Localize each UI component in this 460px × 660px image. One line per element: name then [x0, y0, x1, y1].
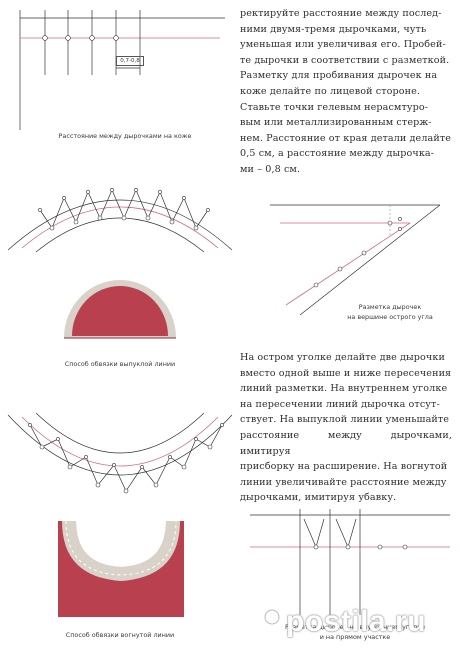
text-line: Ставьте точки гелевым нерасмтуро- — [240, 101, 429, 113]
hole-spacing-drawing — [19, 10, 225, 130]
caption-hole-spacing: Расстояние между дырочками на коже — [58, 132, 192, 140]
measure-label: 0,7-0,8 — [116, 56, 144, 66]
text-line: ними двумя-тремя дырочками, чуть — [240, 23, 427, 35]
text-line: На остром уголке делайте две дырочки — [240, 352, 445, 363]
text-line: на пересечении линий дырочка отсут- — [240, 398, 440, 410]
text-line: расстояние между дырочками, имитируя — [240, 429, 452, 457]
convex-leather-sample — [64, 280, 176, 339]
text-line: дырочками, имитируя убавку. — [240, 492, 397, 504]
diagram-corner: Разметка дырочек на вершине острого угла — [240, 195, 460, 335]
text-line: Разметку для пробивания дырочек на — [240, 70, 438, 82]
caption-convex: Способ обвязки выпуклой линии — [64, 360, 176, 368]
text-line: вместо одной выше и ниже пересечения — [240, 367, 452, 379]
watermark-text: postila.ru — [286, 605, 427, 638]
text-line: линий разметки. На внутреннем уголке — [240, 383, 448, 395]
corner-marking-drawing — [270, 204, 441, 316]
inner-corner-drawing — [250, 509, 450, 615]
text-line: коже делайте по лицевой стороне. — [240, 85, 421, 97]
caption-inner-2: и на прямом участке — [319, 633, 391, 641]
text-line: присборку на расширение. На вогнутой — [240, 461, 448, 473]
convex-stitch-drawing — [7, 188, 233, 253]
watermark-logo: postila.ru — [250, 600, 455, 644]
text-line: нем. Расстояние от края детали делайте — [240, 132, 452, 144]
text-line: уменьшая или увеличивая его. Пробей- — [240, 39, 446, 51]
text-line: ствует. На выпуклой линии уменьшайте — [240, 414, 450, 426]
middle-paragraph: На остром уголке делайте две дырочки вме… — [240, 350, 452, 506]
concave-stitch-drawing — [7, 412, 233, 494]
top-paragraph: ректируйте расстояние между послед- ними… — [240, 6, 452, 178]
diagram-concave: Способ обвязки вогнутой линии — [0, 395, 240, 660]
text-line: вым или металлизированным стерж- — [240, 117, 432, 129]
concave-leather-sample — [58, 520, 184, 617]
text-line: 0,5 см, а расстояние между дырочка- — [240, 148, 435, 160]
diagram-hole-spacing: 0,7-0,8 Расстояние между дырочками на ко… — [0, 0, 230, 150]
diagram-inner-corner: Разметка дырочек на внутреннем уголке и … — [240, 505, 460, 660]
caption-corner-1: Разметка дырочек — [358, 303, 422, 311]
text-line: ректируйте расстояние между послед- — [240, 8, 442, 19]
caption-inner-1: Разметка дырочек на внутреннем уголке — [284, 623, 426, 631]
text-line: линии увеличивайте расстояние между — [240, 476, 447, 488]
text-line: ми – 0,8 см. — [240, 163, 301, 175]
pin-logo-icon — [254, 608, 281, 637]
diagram-convex: Способ обвязки выпуклой линии — [0, 170, 240, 380]
caption-concave: Способ обвязки вогнутой линии — [65, 631, 175, 639]
text-line: те дырочки в соответствии с разметкой. — [240, 54, 450, 66]
caption-corner-2: на вершине острого угла — [347, 313, 433, 321]
